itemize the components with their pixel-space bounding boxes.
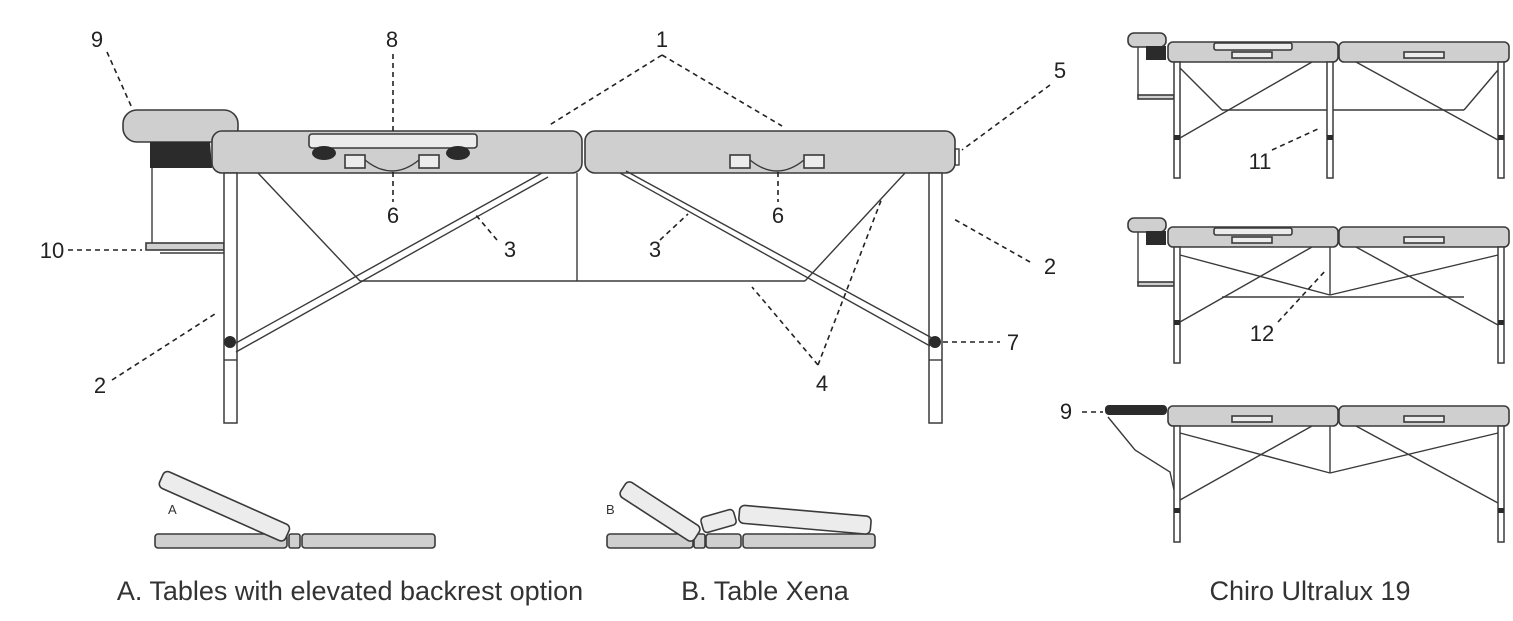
caption-c: Chiro Ultralux 19 (1209, 576, 1410, 606)
carry-strap-bar (308, 133, 478, 149)
caption-a: A. Tables with elevated backrest option (117, 576, 583, 606)
label-6-right: 6 (772, 203, 784, 228)
leg-right (928, 172, 943, 424)
main-table (122, 109, 960, 424)
strut-left (235, 172, 549, 353)
label-4: 4 (816, 371, 828, 396)
chiro-view-bottom: 9 (1060, 399, 1510, 543)
brace-left (257, 172, 361, 282)
label-12: 12 (1250, 321, 1274, 346)
inset-a-letter: A (168, 502, 177, 517)
label-3-right: 3 (649, 237, 661, 262)
label-6-left: 6 (387, 203, 399, 228)
strap-knob-left (312, 146, 336, 160)
end-cap (954, 148, 960, 166)
label-5: 5 (1054, 58, 1066, 83)
label-9-chiro: 9 (1060, 399, 1072, 424)
label-1: 1 (656, 27, 668, 52)
handle-left (344, 154, 440, 172)
leg-left (223, 172, 238, 424)
leader-lines (68, 51, 1051, 381)
table-cushion-left (211, 130, 583, 174)
label-2-left: 2 (94, 373, 106, 398)
brace-right (804, 172, 906, 282)
chiro-view-middle: 12 (1127, 217, 1510, 364)
armrest-shelf (145, 242, 225, 251)
label-8: 8 (386, 27, 398, 52)
chiro-view-top: 11 (1127, 32, 1510, 179)
label-7: 7 (1007, 330, 1019, 355)
label-9: 9 (91, 27, 103, 52)
inset-b-xena: B (606, 481, 876, 549)
strap-knob-right (446, 146, 470, 160)
callout-numbers: 9 8 1 5 6 6 3 3 2 10 2 7 4 (40, 27, 1066, 398)
label-10: 10 (40, 238, 64, 263)
label-3-left: 3 (504, 237, 516, 262)
table-cushion-right (584, 130, 956, 174)
strut-right (619, 170, 933, 347)
headrest-bracket (150, 142, 212, 168)
knob-left (224, 336, 236, 348)
caption-b: B. Table Xena (681, 576, 850, 606)
knob-right (929, 336, 941, 348)
inset-b-letter: B (606, 502, 615, 517)
label-2-right: 2 (1044, 254, 1056, 279)
handle-right (729, 154, 825, 172)
inset-a-backrest: A (154, 470, 436, 549)
label-11: 11 (1249, 149, 1272, 174)
